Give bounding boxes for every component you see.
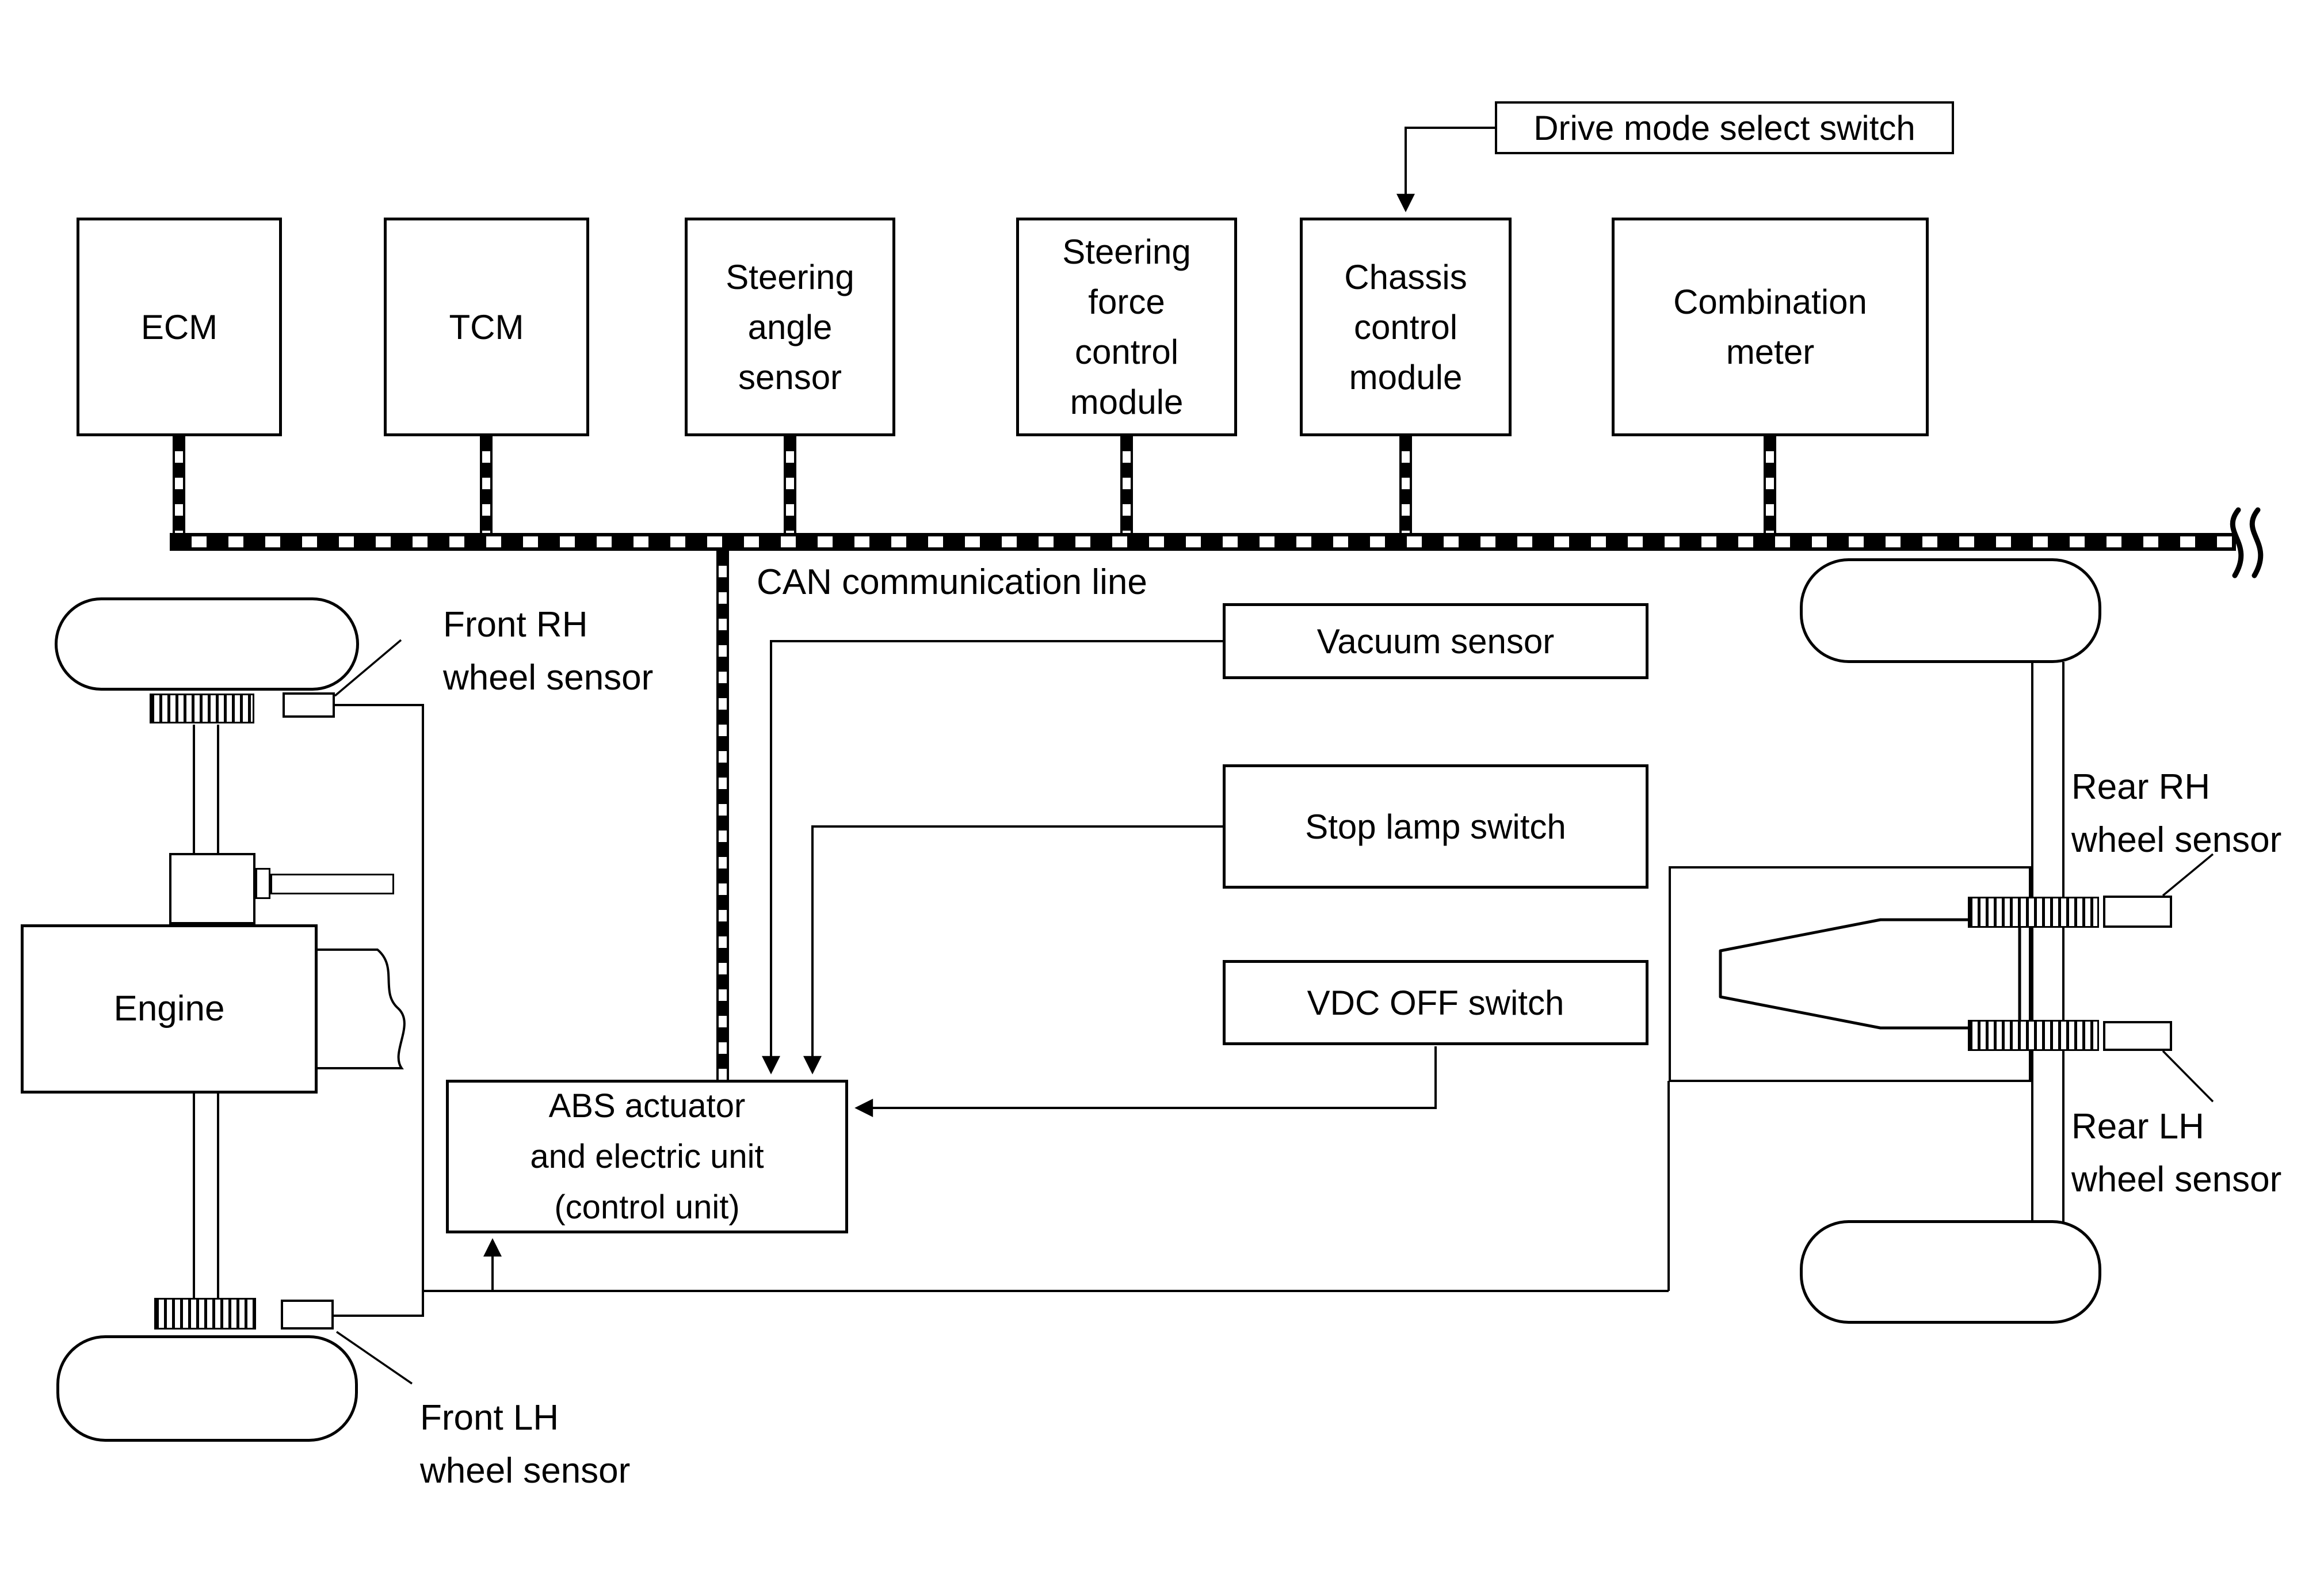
front-lh-label-line1: Front LH: [420, 1398, 559, 1438]
rear-lh-label-line1: Rear LH: [2071, 1107, 2204, 1146]
front-rh-wheel-sensor: [283, 692, 335, 718]
rear-rh-wheel-sensor: [2103, 896, 2172, 928]
steering-force-control-module-box: Steering force control module: [1016, 218, 1237, 436]
chassis-control-module-box: Chassis control module: [1300, 218, 1512, 436]
front-lh-wheel-sensor-label: Front LH wheel sensor: [420, 1392, 630, 1498]
front-rh-tire: [55, 597, 359, 691]
front-lh-tire: [56, 1335, 358, 1442]
front-rh-label-line1: Front RH: [443, 605, 588, 645]
drive-mode-select-switch-box: Drive mode select switch: [1495, 101, 1954, 154]
rear-suspension-member: [1669, 866, 2031, 1082]
rear-rh-sensor-rotor: [1968, 897, 2099, 928]
rear-lh-sensor-rotor: [1968, 1020, 2099, 1051]
engine-box: Engine: [21, 924, 318, 1094]
combination-meter-box: Combination meter: [1612, 218, 1929, 436]
abs-actuator-line1: ABS actuator: [548, 1087, 746, 1125]
can-line-break-icon: [2230, 507, 2264, 578]
ecm-box: ECM: [77, 218, 282, 436]
tcm-box: TCM: [384, 218, 589, 436]
front-rh-wheel-sensor-label: Front RH wheel sensor: [443, 599, 653, 704]
rear-axle-shafts: [2031, 662, 2064, 1222]
rear-lh-tire: [1800, 1220, 2101, 1324]
can-drop-tcm: [480, 436, 493, 533]
can-drop-steering-force: [1120, 436, 1133, 533]
can-drop-ecm: [173, 436, 185, 533]
rear-lh-wheel-sensor: [2103, 1021, 2172, 1051]
front-lh-sensor-rotor: [154, 1298, 256, 1330]
driveshaft-stub: [270, 874, 394, 894]
rear-rh-tire: [1800, 558, 2101, 663]
abs-actuator-box: ABS actuator and electric unit (control …: [446, 1080, 848, 1233]
abs-actuator-line3: (control unit): [554, 1188, 740, 1226]
driveshaft-joint: [255, 868, 270, 899]
can-bus-line: [170, 533, 2236, 551]
rear-rh-wheel-sensor-label: Rear RH wheel sensor: [2071, 761, 2281, 867]
rear-lh-label-line2: wheel sensor: [2071, 1160, 2282, 1199]
can-drop-steering-angle: [784, 436, 796, 533]
vacuum-sensor-box: Vacuum sensor: [1223, 603, 1648, 679]
steering-angle-sensor-box: Steering angle sensor: [685, 218, 895, 436]
front-rh-sensor-rotor: [150, 694, 254, 723]
vdc-off-switch-box: VDC OFF switch: [1223, 960, 1648, 1045]
stop-lamp-switch-box: Stop lamp switch: [1223, 764, 1648, 889]
rear-rh-label-line2: wheel sensor: [2071, 820, 2282, 860]
can-branch-abs: [716, 551, 729, 1080]
front-lh-label-line2: wheel sensor: [420, 1451, 631, 1491]
rear-rh-label-line1: Rear RH: [2071, 767, 2211, 807]
rear-lh-wheel-sensor-label: Rear LH wheel sensor: [2071, 1100, 2281, 1206]
can-drop-chassis: [1399, 436, 1412, 533]
front-rh-label-line2: wheel sensor: [443, 658, 654, 698]
can-drop-combination-meter: [1764, 436, 1776, 533]
can-communication-line-label: CAN communication line: [757, 562, 1147, 602]
abs-actuator-line2: and electric unit: [530, 1137, 764, 1175]
front-lh-wheel-sensor: [281, 1300, 334, 1330]
transmission-block: [169, 853, 255, 924]
engine-break-squiggle: [316, 949, 406, 1069]
